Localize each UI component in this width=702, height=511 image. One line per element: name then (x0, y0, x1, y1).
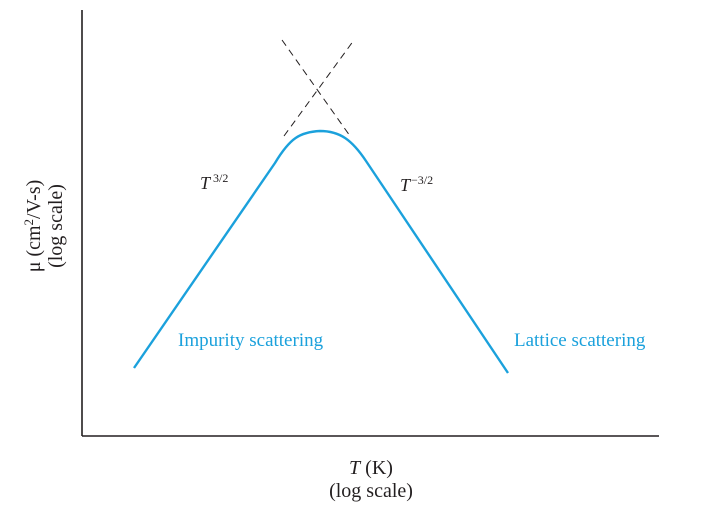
y-axis-label-line2: (log scale) (45, 184, 67, 268)
right-slope-label: T−3/2 (400, 173, 433, 195)
impurity-scattering-label: Impurity scattering (178, 330, 324, 351)
x-axis-label-line1: T (K) (349, 457, 393, 479)
lattice-asymptote-dashed (281, 39, 351, 137)
impurity-asymptote-dashed (283, 39, 355, 137)
x-axis-label-line2: (log scale) (329, 480, 413, 502)
y-axis-label-line1: μ (cm2/V-s) (21, 180, 45, 273)
lattice-scattering-label: Lattice scattering (514, 330, 646, 351)
mobility-curve (133, 129, 509, 374)
